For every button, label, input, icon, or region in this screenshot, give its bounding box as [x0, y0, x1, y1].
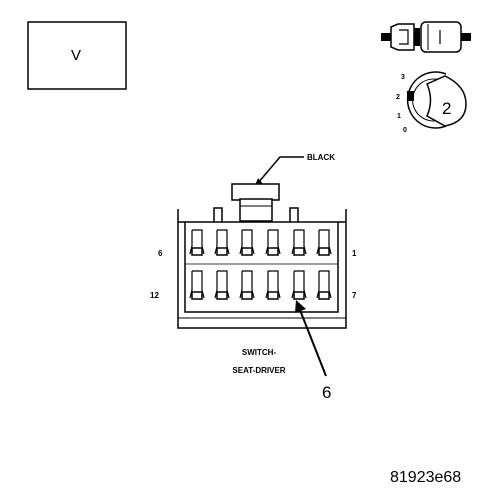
key-number-label: 2 [442, 99, 451, 118]
pin-label-1: 1 [352, 249, 357, 258]
ignition-key-icon: 3 2 1 0 2 [396, 71, 467, 134]
connector-name-line1: SWITCH- [242, 348, 277, 357]
figure-id: 81923e68 [390, 469, 461, 486]
view-box-label: V [71, 47, 81, 64]
key-position-3: 3 [401, 74, 405, 81]
key-position-0: 0 [403, 127, 407, 134]
color-callout: BLACK [254, 153, 335, 188]
pin-label-12: 12 [150, 291, 159, 300]
connector-name-line2: SEAT-DRIVER [232, 366, 285, 375]
pin-cavity-12 [189, 270, 205, 300]
pin-label-7: 7 [352, 291, 357, 300]
key-position-2: 2 [396, 94, 400, 101]
pin-cavity-4 [239, 229, 255, 256]
pin-cavity-5 [214, 229, 230, 256]
pin-cavity-6 [189, 229, 205, 256]
view-box: V [27, 21, 127, 90]
pin-cavity-11 [214, 270, 230, 300]
pin-callout-number: 6 [322, 383, 331, 402]
pin-cavity-8 [291, 270, 307, 300]
connector-plug-icon [381, 21, 471, 53]
pin-cavity-2 [291, 229, 307, 256]
pin-cavity-7 [316, 270, 332, 300]
key-position-1: 1 [397, 113, 401, 120]
connector-color-label: BLACK [307, 153, 335, 162]
connector-pins [189, 229, 332, 300]
pin-callout-arrow [295, 300, 327, 377]
pin-cavity-10 [239, 270, 255, 300]
pin-cavity-9 [265, 270, 281, 300]
pin-label-6: 6 [158, 249, 163, 258]
connector-body [177, 183, 347, 329]
pin-cavity-3 [265, 229, 281, 256]
pin-cavity-1 [316, 229, 332, 256]
